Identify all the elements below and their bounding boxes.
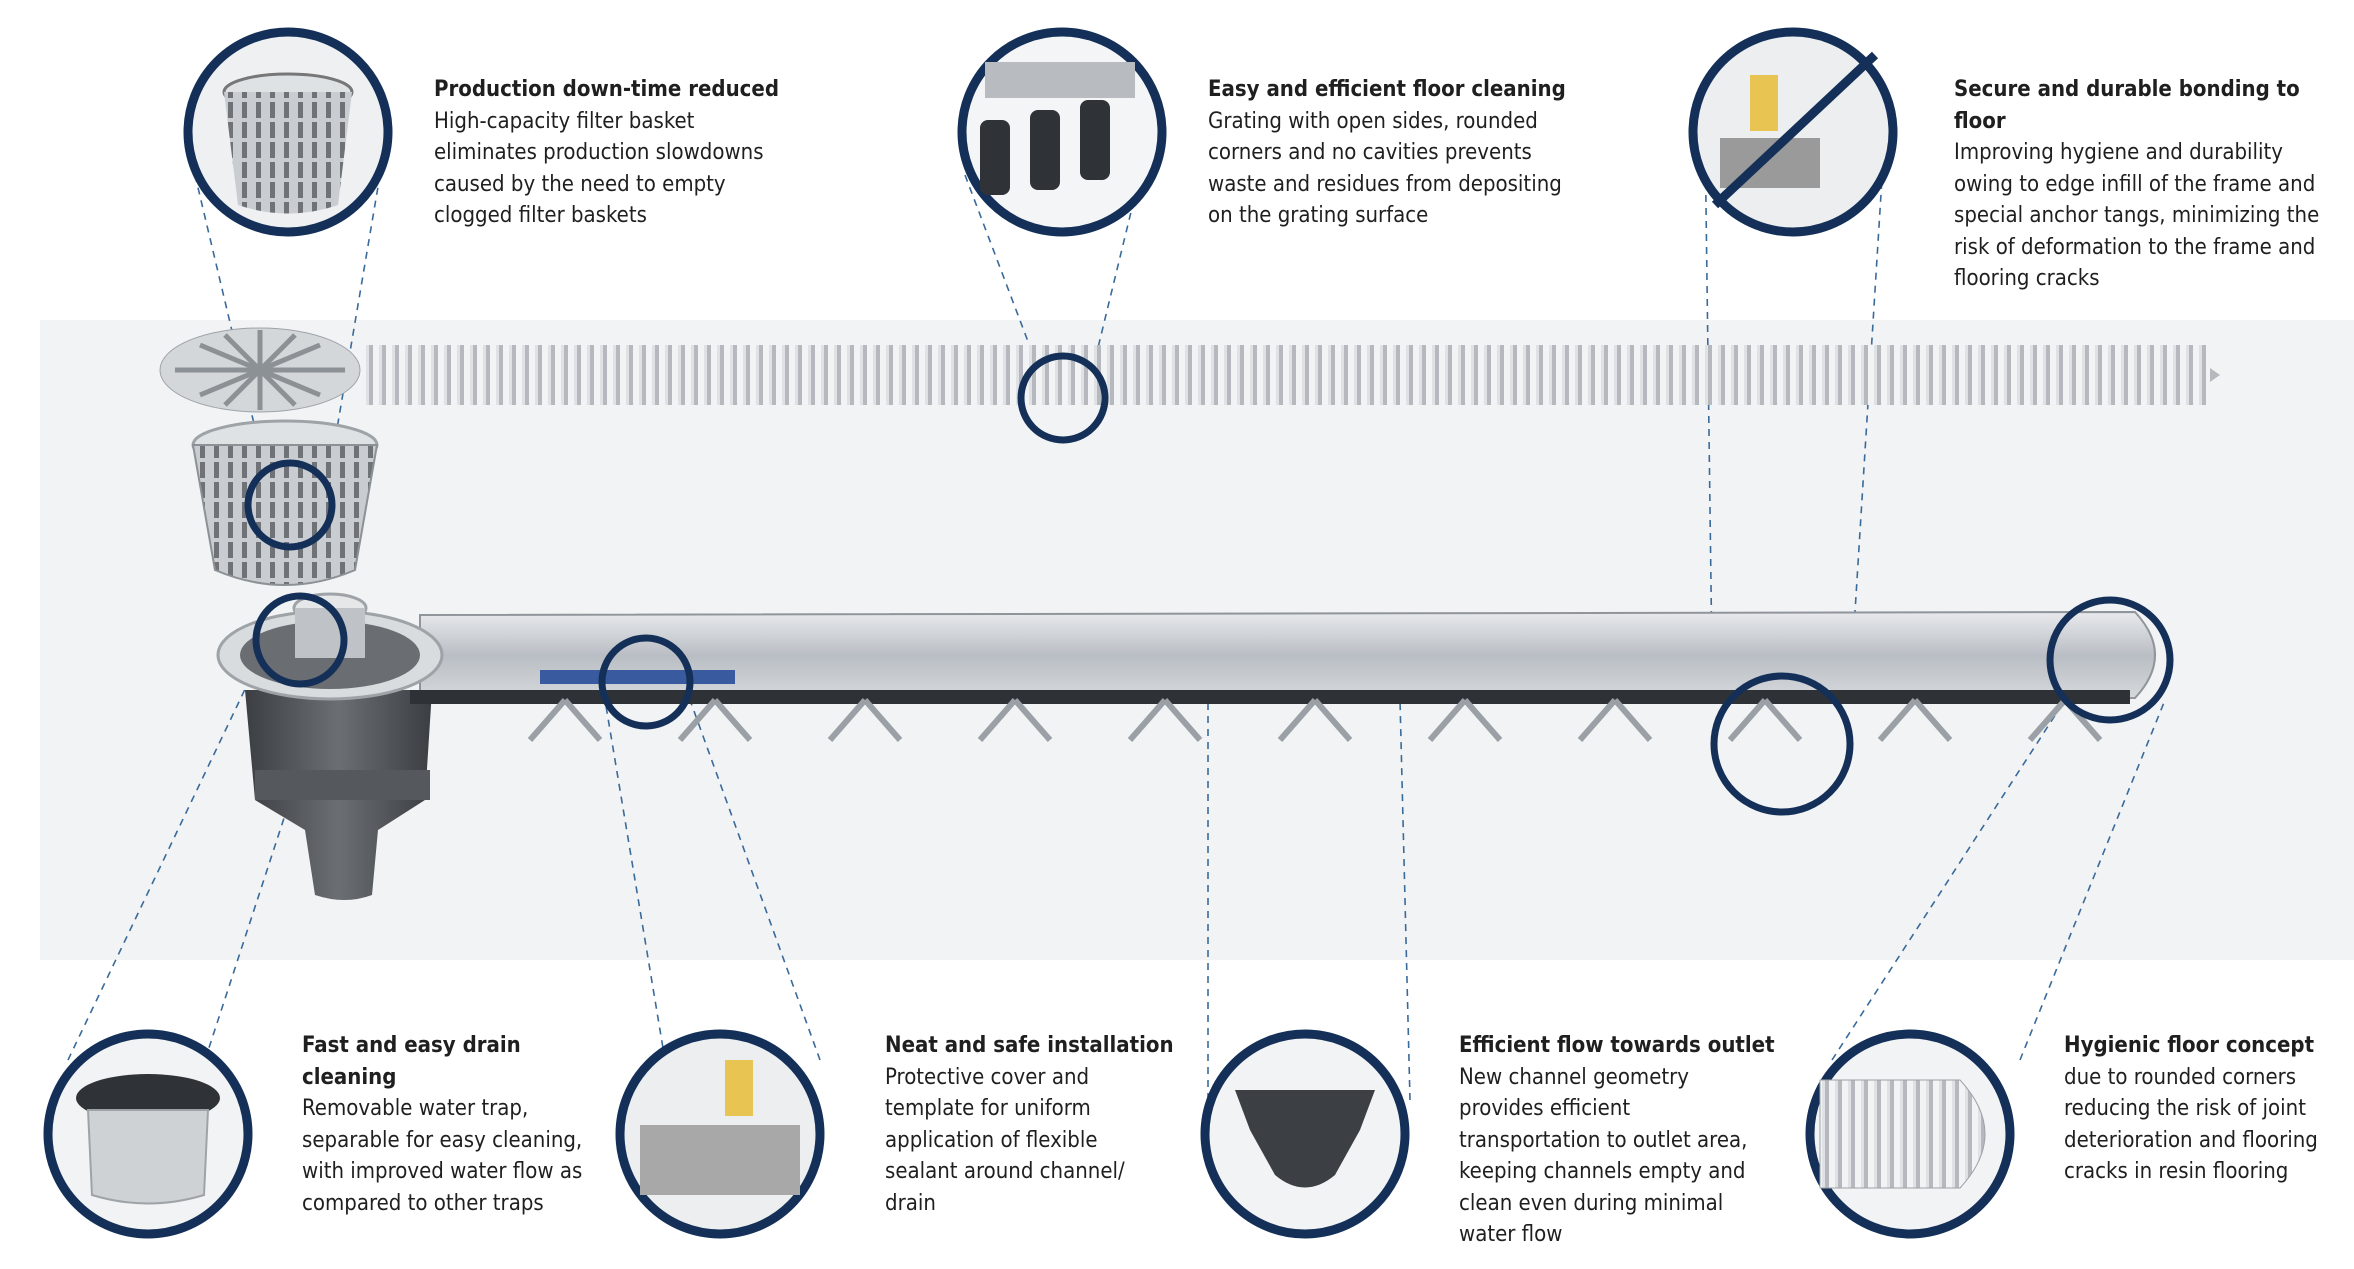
- callout-grating-text: Grating with open sides, rounded corners…: [1208, 108, 1562, 229]
- anchor-tang: [1612, 698, 1653, 742]
- anchor-tang: [862, 698, 903, 742]
- detail-circle-hygiene: [1805, 1029, 2015, 1239]
- anchor-tang: [1877, 698, 1918, 742]
- detail-circle-grating: [957, 27, 1167, 237]
- anchor-tang: [1427, 698, 1468, 742]
- callout-drain-title: Fast and easy drain cleaning: [302, 1033, 521, 1090]
- callout-install-title: Neat and safe installation: [885, 1033, 1174, 1058]
- detail-rings: [244, 352, 2174, 816]
- anchor-tang: [2027, 698, 2068, 742]
- callout-drain-text: Removable water trap, separable for easy…: [302, 1096, 583, 1216]
- callout-install-text: Protective cover and template for unifor…: [885, 1064, 1125, 1216]
- anchor-tang: [1912, 698, 1953, 742]
- drain-body: [245, 690, 432, 900]
- detail-circle-bonding: [1688, 27, 1898, 237]
- anchor-tang: [1462, 698, 1503, 742]
- anchor-tang: [1727, 698, 1768, 742]
- detail-circle-basket: [183, 27, 393, 237]
- callout-bonding: Secure and durable bonding to floor Impr…: [1954, 74, 2344, 295]
- callout-drain: Fast and easy drain cleaning Removable w…: [302, 1030, 622, 1219]
- round-grating: [159, 327, 361, 413]
- anchor-tang: [1012, 698, 1053, 742]
- anchor-tang: [1762, 698, 1803, 742]
- filter-basket: [191, 419, 379, 586]
- anchor-tang: [1162, 698, 1203, 742]
- callout-bonding-title: Secure and durable bonding to floor: [1954, 77, 2300, 134]
- anchor-tang: [712, 698, 753, 742]
- anchor-tang: [827, 698, 868, 742]
- callout-basket-title: Production down-time reduced: [434, 77, 780, 102]
- callout-basket: Production down-time reduced High-capaci…: [434, 74, 814, 232]
- anchor-tang: [562, 698, 603, 742]
- callout-basket-text: High-capacity filter basket eliminates p…: [434, 108, 764, 229]
- callout-flow: Efficient flow towards outlet New channe…: [1459, 1030, 1799, 1251]
- callout-hygiene-title: Hygienic floor concept: [2064, 1033, 2315, 1058]
- detail-circle-drain: [43, 1029, 253, 1239]
- callout-hygiene: Hygienic floor concept due to rounded co…: [2064, 1030, 2349, 1188]
- anchor-tang: [1277, 698, 1318, 742]
- callout-flow-text: New channel geometry provides efficient …: [1459, 1064, 1748, 1248]
- detail-circle-install: [615, 1029, 825, 1239]
- anchor-tang: [1127, 698, 1168, 742]
- anchor-tang: [1577, 698, 1618, 742]
- drain-rim: [216, 592, 444, 701]
- detail-circle-flow: [1200, 1029, 1410, 1239]
- callout-install: Neat and safe installation Protective co…: [885, 1030, 1205, 1219]
- callout-grating: Easy and efficient floor cleaning Gratin…: [1208, 74, 1608, 232]
- callout-grating-title: Easy and efficient floor cleaning: [1208, 77, 1566, 102]
- anchor-tang: [677, 698, 718, 742]
- callout-flow-title: Efficient flow towards outlet: [1459, 1033, 1775, 1058]
- callout-hygiene-text: due to rounded corners reducing the risk…: [2064, 1064, 2318, 1185]
- anchor-tang: [977, 698, 1018, 742]
- anchor-tang: [527, 698, 568, 742]
- anchor-tang: [1312, 698, 1353, 742]
- channel-grating: [365, 345, 2220, 405]
- drainage-channel: [410, 610, 2156, 742]
- callout-bonding-text: Improving hygiene and durability owing t…: [1954, 140, 2320, 291]
